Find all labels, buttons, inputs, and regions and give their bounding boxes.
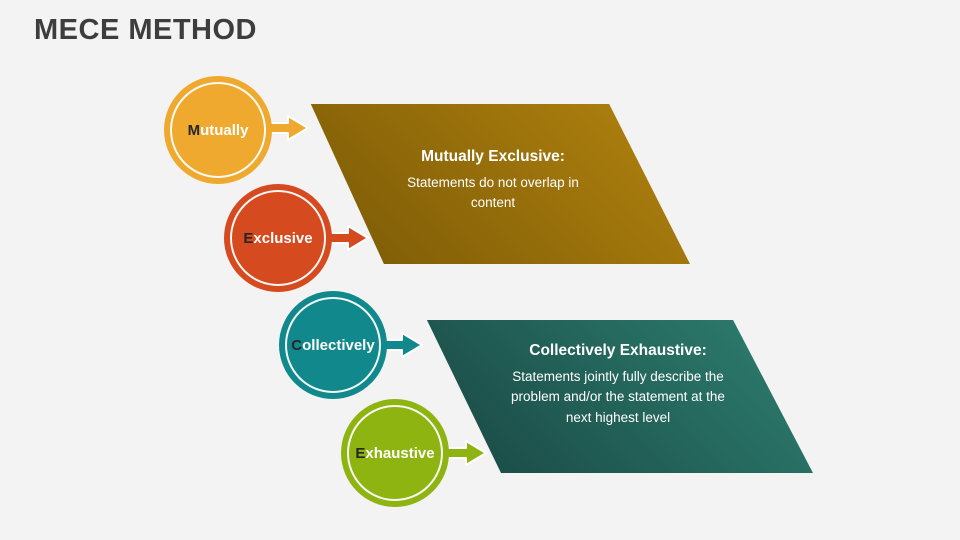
circle-label-initial: E bbox=[355, 444, 366, 462]
circle-exhaustive: Exhaustive bbox=[341, 399, 449, 507]
panel-heading: Collectively Exhaustive: bbox=[529, 342, 707, 359]
circle-label-rest: xhaustive bbox=[365, 444, 435, 462]
panel-body: Statements jointly fully describe the pr… bbox=[511, 369, 725, 425]
panel-heading: Mutually Exclusive: bbox=[421, 148, 565, 165]
panel-text: Collectively Exhaustive: Statements join… bbox=[493, 342, 743, 428]
circle-label: Exclusive bbox=[243, 230, 312, 247]
circle-label-initial: M bbox=[187, 121, 201, 139]
circle-label: Mutually bbox=[188, 122, 249, 139]
circle-exclusive: Exclusive bbox=[224, 184, 332, 292]
circle-label: Exhaustive bbox=[355, 445, 434, 462]
circle-mutually: Mutually bbox=[164, 76, 272, 184]
page-title: MECE METHOD bbox=[34, 14, 257, 46]
circle-label: Collectively bbox=[291, 337, 374, 354]
circle-collectively: Collectively bbox=[279, 291, 387, 399]
circle-label-rest: utually bbox=[200, 121, 249, 139]
circle-label-rest: xclusive bbox=[253, 229, 313, 247]
circle-label-initial: E bbox=[243, 229, 254, 247]
panel-text: Mutually Exclusive: Statements do not ov… bbox=[383, 148, 603, 214]
panel-body: Statements do not overlap in content bbox=[407, 175, 579, 211]
circle-label-initial: C bbox=[291, 336, 303, 354]
circle-label-rest: ollectively bbox=[302, 336, 375, 354]
